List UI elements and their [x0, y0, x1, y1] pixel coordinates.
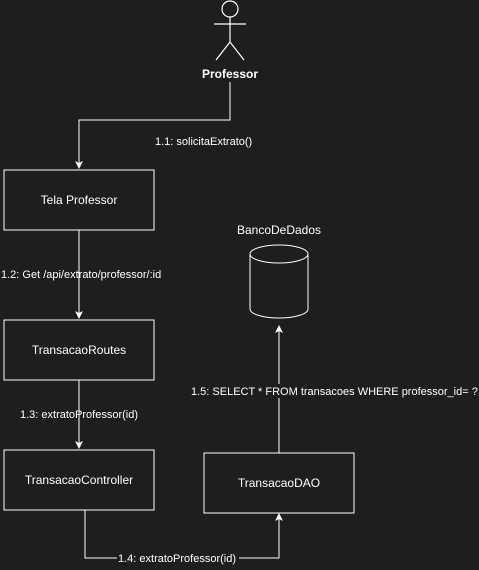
transacao-dao-box[interactable]: TransacaoDAO: [203, 452, 355, 514]
transacao-dao-rect: [203, 452, 355, 514]
transacao-controller-label: TransacaoController: [25, 473, 133, 487]
transacao-routes-label: TransacaoRoutes: [32, 343, 126, 357]
actor-label: Professor: [202, 67, 258, 81]
database-top: [249, 244, 309, 264]
transacao-routes-box[interactable]: TransacaoRoutes: [3, 319, 155, 381]
message-1-4-label: 1.4: extratoProfessor(id): [118, 553, 236, 565]
actor-right-leg: [229, 41, 245, 61]
transacao-controller-rect: [3, 449, 155, 511]
transacao-dao-label: TransacaoDAO: [238, 476, 320, 490]
transacao-controller-box[interactable]: TransacaoController: [3, 449, 155, 511]
message-1-5-label: 1.5: SELECT * FROM transacoes WHERE prof…: [191, 386, 478, 398]
database-body: [249, 254, 309, 319]
professor-actor[interactable]: Professor: [202, 0, 258, 81]
banco-de-dados-database[interactable]: BancoDeDados: [237, 223, 321, 319]
transacao-routes-rect: [3, 319, 155, 381]
database-label: BancoDeDados: [237, 223, 321, 237]
message-1-1-label: 1.1: solicitaExtrato(): [155, 136, 252, 148]
connector-1-4[interactable]: [84, 510, 283, 559]
actor-head: [221, 0, 239, 18]
tela-professor-rect: [3, 169, 155, 231]
actor-left-leg: [215, 41, 231, 61]
message-1-2-label: 1.2: Get /api/extrato/professor/:id: [1, 269, 161, 281]
connector-1-1[interactable]: [75, 82, 231, 169]
tela-professor-box[interactable]: Tela Professor: [3, 169, 155, 231]
message-1-5-label-bg: [190, 384, 472, 398]
tela-professor-label: Tela Professor: [41, 193, 118, 207]
message-1-3-label: 1.3: extratoProfessor(id): [20, 409, 138, 421]
message-1-4-label-bg: [117, 552, 239, 564]
